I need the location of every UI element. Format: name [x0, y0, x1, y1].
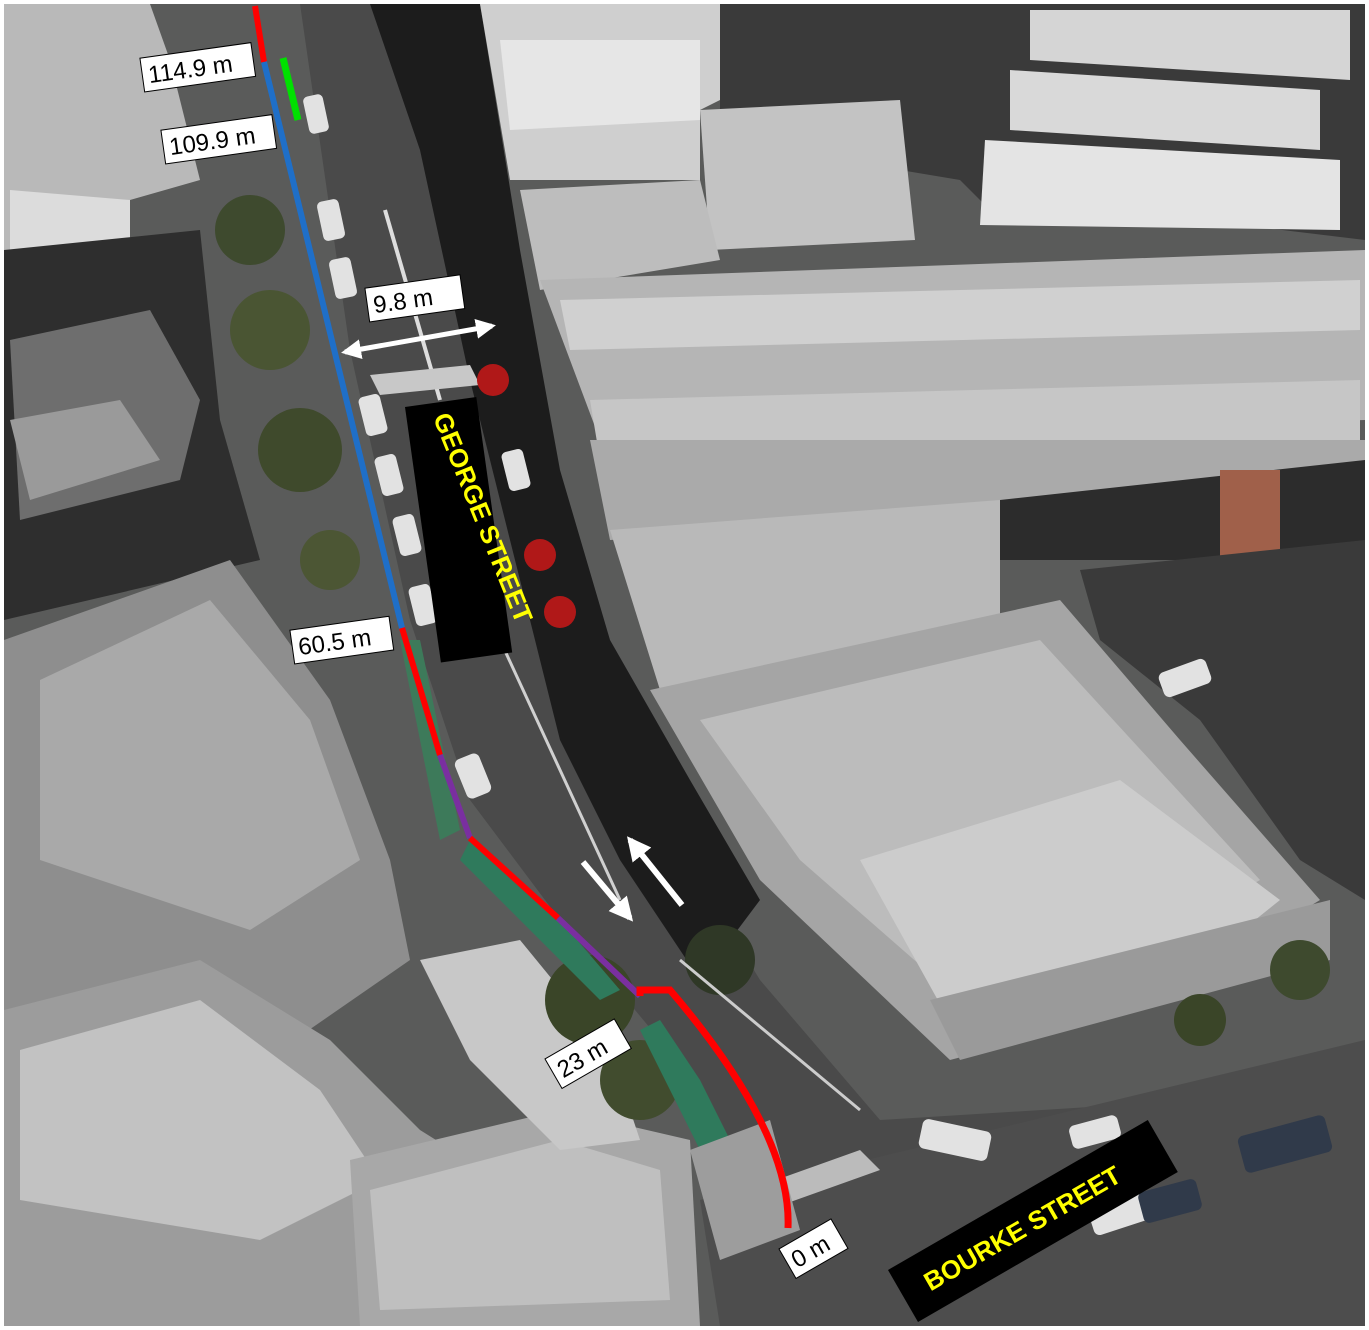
distance-label-width: 9.8 m — [364, 274, 466, 323]
width-measurement-arrow — [341, 318, 496, 360]
route-segment-green — [279, 57, 302, 121]
street-label-george: GEORGE STREET — [405, 396, 539, 663]
distance-label-60: 60.5 m — [289, 615, 395, 665]
direction-arrow-northbound — [627, 836, 685, 907]
distance-label-109: 109.9 m — [160, 114, 278, 165]
route-segment-red-upper — [399, 627, 443, 756]
aerial-base — [4, 4, 1365, 1326]
route-segment-red-middle — [467, 835, 561, 921]
route-overlay — [252, 5, 792, 1229]
direction-arrow-southbound — [580, 860, 634, 922]
route-segment-blue — [261, 61, 405, 629]
route-segment-red-top — [252, 5, 267, 63]
route-segment-red-bottom — [636, 986, 792, 1229]
route-segment-purple-lower — [555, 915, 643, 999]
route-segment-purple-upper — [437, 753, 473, 840]
